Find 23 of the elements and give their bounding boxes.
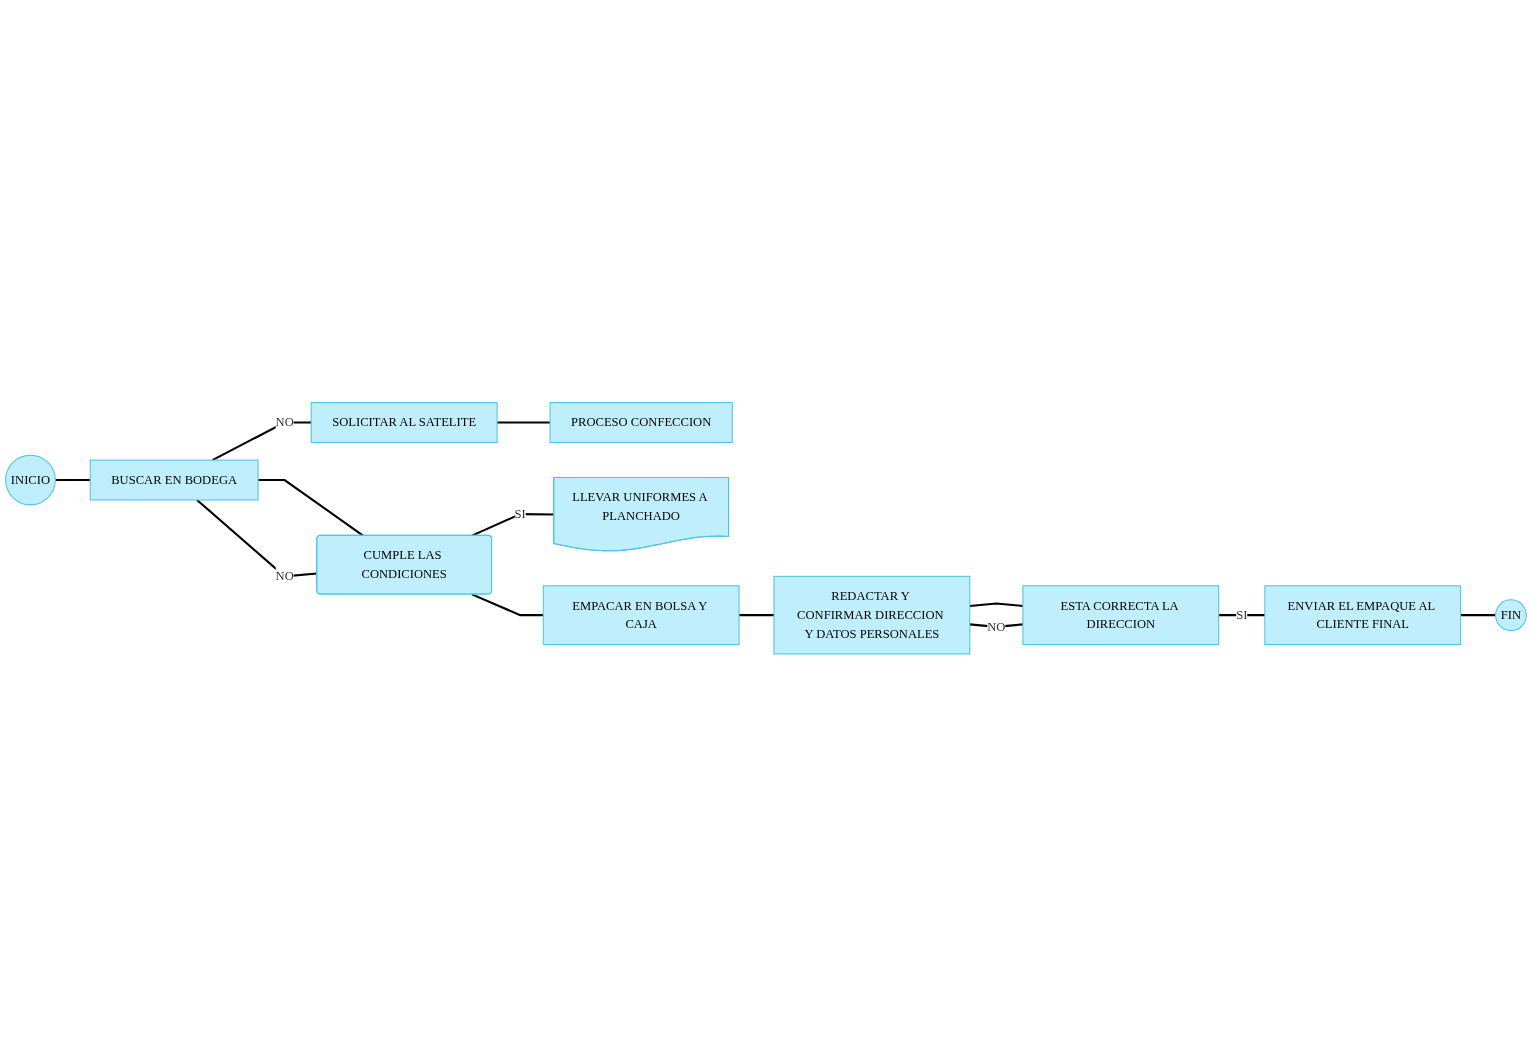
node-box: BUSCAR EN BODEGA [89, 459, 259, 501]
node-circle: FIN [1495, 599, 1527, 632]
node-box: ESTA CORRECTA LA DIRECCION [1022, 585, 1220, 646]
connector [471, 593, 544, 617]
connector [497, 421, 551, 424]
connector [969, 602, 1023, 608]
connector [258, 479, 364, 537]
node-box: SOLICITAR AL SATELITE [310, 402, 498, 444]
edge-label: SI [1236, 608, 1248, 623]
node-circle: INICIO [5, 454, 56, 506]
node-box: ENVIAR EL EMPAQUE AL CLIENTE FINAL [1264, 585, 1462, 646]
connector [55, 479, 91, 482]
edge-label: NO [275, 415, 294, 430]
node-box: PROCESO CONFECCION [549, 402, 733, 444]
connector [739, 614, 774, 617]
node-box: REDACTAR Y CONFIRMAR DIRECCION Y DATOS PERSONALES [773, 576, 971, 655]
edge-label: SI [514, 506, 526, 521]
connector [211, 421, 312, 462]
connector [1460, 614, 1496, 617]
edge-label: NO [275, 569, 294, 584]
edge-label: NO [987, 619, 1006, 634]
connector [471, 513, 555, 537]
node-box: EMPACAR EN BOLSA Y CAJA [542, 585, 740, 646]
